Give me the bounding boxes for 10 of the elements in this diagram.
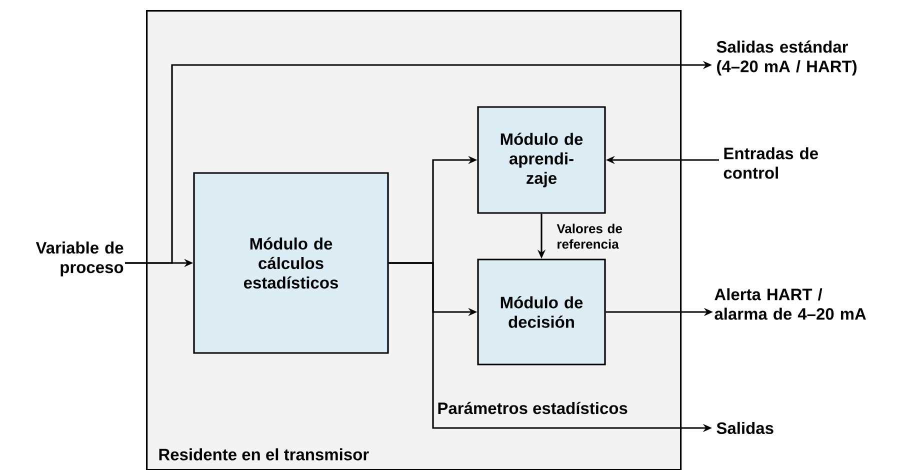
note-label: Parámetros estadísticos <box>438 402 628 414</box>
module-box: Módulo de decisión <box>477 258 606 366</box>
module-box: Módulo de aprendi- zaje <box>477 106 606 214</box>
io-label: Entradas de control <box>724 147 818 179</box>
edge-label: Valores de referencia <box>556 224 622 249</box>
io-label: Salidas <box>716 422 774 434</box>
module-box: Módulo de cálculos estadísticos <box>193 172 389 354</box>
io-label: Variable de proceso <box>36 242 124 276</box>
io-label: Salidas estándar (4–20 mA / HART) <box>716 40 857 76</box>
io-label: Alerta HART / alarma de 4–20 mA <box>714 288 866 320</box>
